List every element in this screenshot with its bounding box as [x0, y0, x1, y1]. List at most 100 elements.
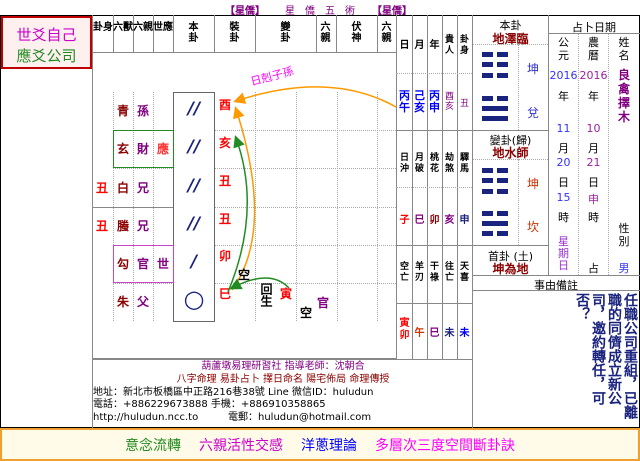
yao-line-yin: // — [187, 137, 201, 157]
six-beast: 青 — [117, 104, 130, 118]
six-relative: 兄 — [137, 219, 150, 233]
gua-shen-marker: 丑 — [96, 181, 109, 195]
branch: 亥 — [219, 136, 232, 150]
zhan-label: 占 — [588, 262, 599, 275]
slogan-3: 洋蔥理論 — [301, 437, 357, 454]
ben-upper-name: 坤 — [527, 62, 540, 76]
annotation-yin: 寅 — [280, 287, 293, 301]
header-ben-gua: 本卦 — [188, 22, 199, 44]
branch: 卯 — [219, 249, 232, 263]
arrow-to-hai — [227, 135, 248, 293]
six-beast: 螣 — [117, 219, 130, 233]
value-month: 己亥 — [414, 89, 425, 114]
legend-ying: 應爻公司 — [16, 47, 77, 65]
slogan-2: 六親活性交感 — [199, 437, 283, 454]
nongli-label: 農曆 — [588, 36, 599, 62]
year-lunar: 2016 — [579, 69, 608, 82]
value-year: 丙申 — [429, 89, 440, 114]
value-yi-ma: 申 — [459, 215, 470, 226]
value-tao-hua: 卯 — [429, 215, 440, 226]
weekday: 星期日 — [558, 235, 569, 272]
bian-lower-name: 坎 — [527, 220, 540, 234]
value-day: 丙午 — [399, 89, 410, 114]
gender: 男 — [618, 262, 630, 275]
six-beast: 朱 — [117, 295, 130, 309]
gua-shen-marker: 丑 — [96, 219, 109, 233]
footer-website-link[interactable]: http://huludun.ncc.to — [93, 412, 199, 423]
shou-gua-name: 坤為地 — [492, 262, 529, 276]
day-lunar-unit: 日 — [588, 176, 599, 189]
shi-highlight-box — [113, 245, 174, 283]
annotation-guan: 官 — [317, 296, 330, 310]
annotation-hui-sheng: 回生 — [259, 283, 273, 307]
ben-gua-name: 地澤臨 — [492, 32, 529, 46]
ben-gua-label: 本卦 — [499, 19, 522, 32]
footer-services: 八字命理 易卦占卜 擇日命名 陽宅佈局 命理傳授 — [176, 374, 390, 385]
ben-gua-box — [173, 92, 215, 322]
xingming-label: 姓名 — [618, 36, 630, 62]
yao-line-yin: // — [187, 176, 201, 196]
year-lunar-unit: 年 — [588, 90, 599, 103]
footer-email-link[interactable]: 電郵：huludun@hotmail.com — [228, 412, 372, 423]
xingbie-label: 性別 — [618, 222, 630, 248]
month-gregorian: 11 — [556, 122, 571, 135]
six-beast: 勾 — [117, 257, 130, 271]
label-wang-wang: 往亡 — [444, 262, 454, 283]
banner-right: 【星僑】 — [372, 6, 412, 17]
six-relative: 孫 — [137, 104, 150, 118]
hour-unit: 時 — [558, 211, 569, 224]
note-text: 任職公司重組，已離職的同儕成立新公司，邀約轉任，可否？ — [574, 293, 638, 419]
banner-center: 星 僑 五 術 — [285, 6, 355, 17]
annotation-kong: 空 — [238, 268, 251, 282]
value-gan-lu: 巳 — [429, 328, 440, 339]
label-ri-chong: 日沖 — [399, 153, 409, 174]
slogan-1: 意念流轉 — [125, 437, 181, 454]
ying-highlight-box — [113, 130, 174, 168]
hour-lunar-unit: 時 — [588, 211, 599, 224]
value-kong-wang: 寅卯 — [399, 318, 410, 341]
label-kong-wang: 空亡 — [399, 262, 409, 283]
header-liu-qin: 六親 — [133, 22, 153, 33]
ying-marker: 應 — [157, 142, 170, 156]
label-jie-sha: 劫煞 — [444, 153, 454, 174]
value-jie-sha: 亥 — [444, 215, 455, 226]
gongyuan-label: 公元 — [558, 36, 569, 62]
year-gregorian: 2016 — [549, 69, 578, 82]
label-year: 年 — [429, 40, 440, 51]
banner-left: 【星僑】 — [225, 6, 265, 17]
yao-line-yin: // — [187, 214, 201, 234]
hour-gregorian: 15 — [556, 191, 571, 204]
value-gua-shen: 丑 — [459, 99, 469, 109]
bian-upper-name: 坤 — [527, 177, 540, 191]
six-beast: 白 — [117, 181, 130, 195]
footer-address: 地址：新北市板橋區中正路216巷38號 Line 微信ID：huludun — [93, 387, 374, 398]
bian-gua-label: 變卦(歸) — [489, 134, 532, 147]
bian-gua-name: 地水師 — [492, 146, 529, 160]
branch: 酉 — [219, 98, 232, 112]
day-unit: 日 — [558, 176, 569, 189]
yao-line-moving-yang: ○ — [183, 285, 205, 313]
header-gua-shen: 卦身 — [93, 22, 113, 33]
legend-box: 世爻自己 應爻公司 — [1, 16, 92, 69]
six-relative: 官 — [137, 257, 150, 271]
arrow-si-to-you — [231, 106, 256, 291]
six-relative: 財 — [137, 142, 150, 156]
month-lunar: 10 — [586, 122, 601, 135]
footer-studio: 葫蘆墩易理研習社 指導老師：沈朝合 — [201, 361, 365, 372]
label-yue-po: 月破 — [414, 153, 424, 174]
yao-line-yin: // — [187, 99, 201, 119]
header-zhuang-gua: 裝卦 — [229, 22, 240, 44]
querent-name: 良禽擇木 — [617, 68, 630, 124]
hour-lunar: 申 — [588, 193, 599, 206]
label-gan-lu: 干祿 — [429, 262, 439, 283]
value-wang-wang: 未 — [444, 328, 455, 339]
yao-line-yang: / — [190, 252, 198, 272]
note-title: 事由備註 — [534, 279, 578, 292]
footer-phone: 電話：+886229673888 手機：+886910358865 — [93, 399, 326, 410]
six-beast: 玄 — [117, 142, 130, 156]
date-title: 占卜日期 — [572, 21, 616, 34]
label-tian-xi: 天喜 — [459, 262, 469, 283]
label-gua-shen: 卦身 — [459, 35, 469, 56]
six-relative: 兄 — [137, 181, 150, 195]
